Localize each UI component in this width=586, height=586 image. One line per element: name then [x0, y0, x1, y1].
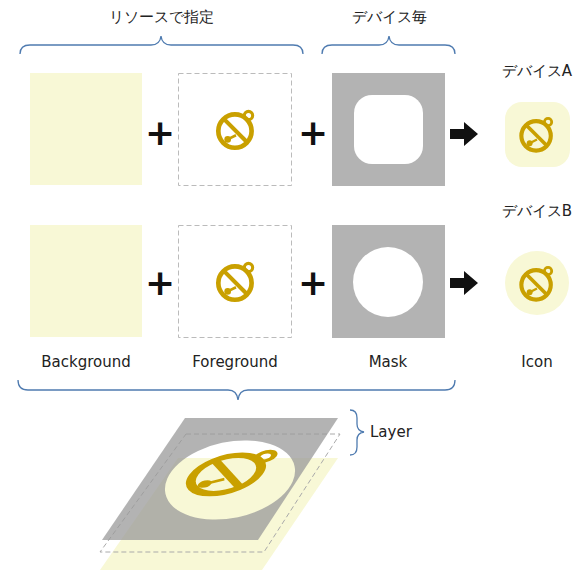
foreground-layer — [179, 226, 292, 338]
background-layer — [30, 73, 142, 185]
icon-rounded — [505, 102, 570, 167]
device-name: デバイスB — [502, 202, 572, 220]
plus-sign: + — [298, 111, 328, 154]
bell-icon — [521, 267, 551, 299]
column-label: Foreground — [192, 353, 277, 371]
mask-square — [332, 225, 445, 338]
mask-hole — [353, 247, 423, 317]
bracket-title: デバイス毎 — [352, 8, 427, 26]
brace — [18, 380, 455, 400]
bell-icon — [218, 263, 252, 299]
background-layer — [30, 225, 142, 337]
device-name: デバイスA — [502, 62, 572, 80]
plus-sign: + — [145, 261, 175, 304]
arrow — [450, 271, 478, 295]
arrow — [450, 122, 478, 146]
icon-circle — [505, 251, 569, 315]
layer-label: Layer — [370, 423, 412, 441]
plus-sign: + — [145, 111, 175, 154]
foreground-layer — [179, 74, 292, 186]
mask-square — [332, 73, 445, 186]
brace — [322, 36, 455, 54]
column-label: Background — [41, 353, 131, 371]
brace — [20, 36, 303, 54]
layer-mask — [102, 418, 338, 540]
bracket-title: リソースで指定 — [109, 8, 214, 26]
column-label: Mask — [369, 353, 408, 371]
bell-icon — [218, 111, 252, 147]
plus-sign: + — [298, 261, 328, 304]
brace — [350, 410, 364, 455]
bell-icon — [521, 118, 551, 150]
column-label: Icon — [521, 353, 552, 371]
mask-hole — [354, 95, 423, 164]
